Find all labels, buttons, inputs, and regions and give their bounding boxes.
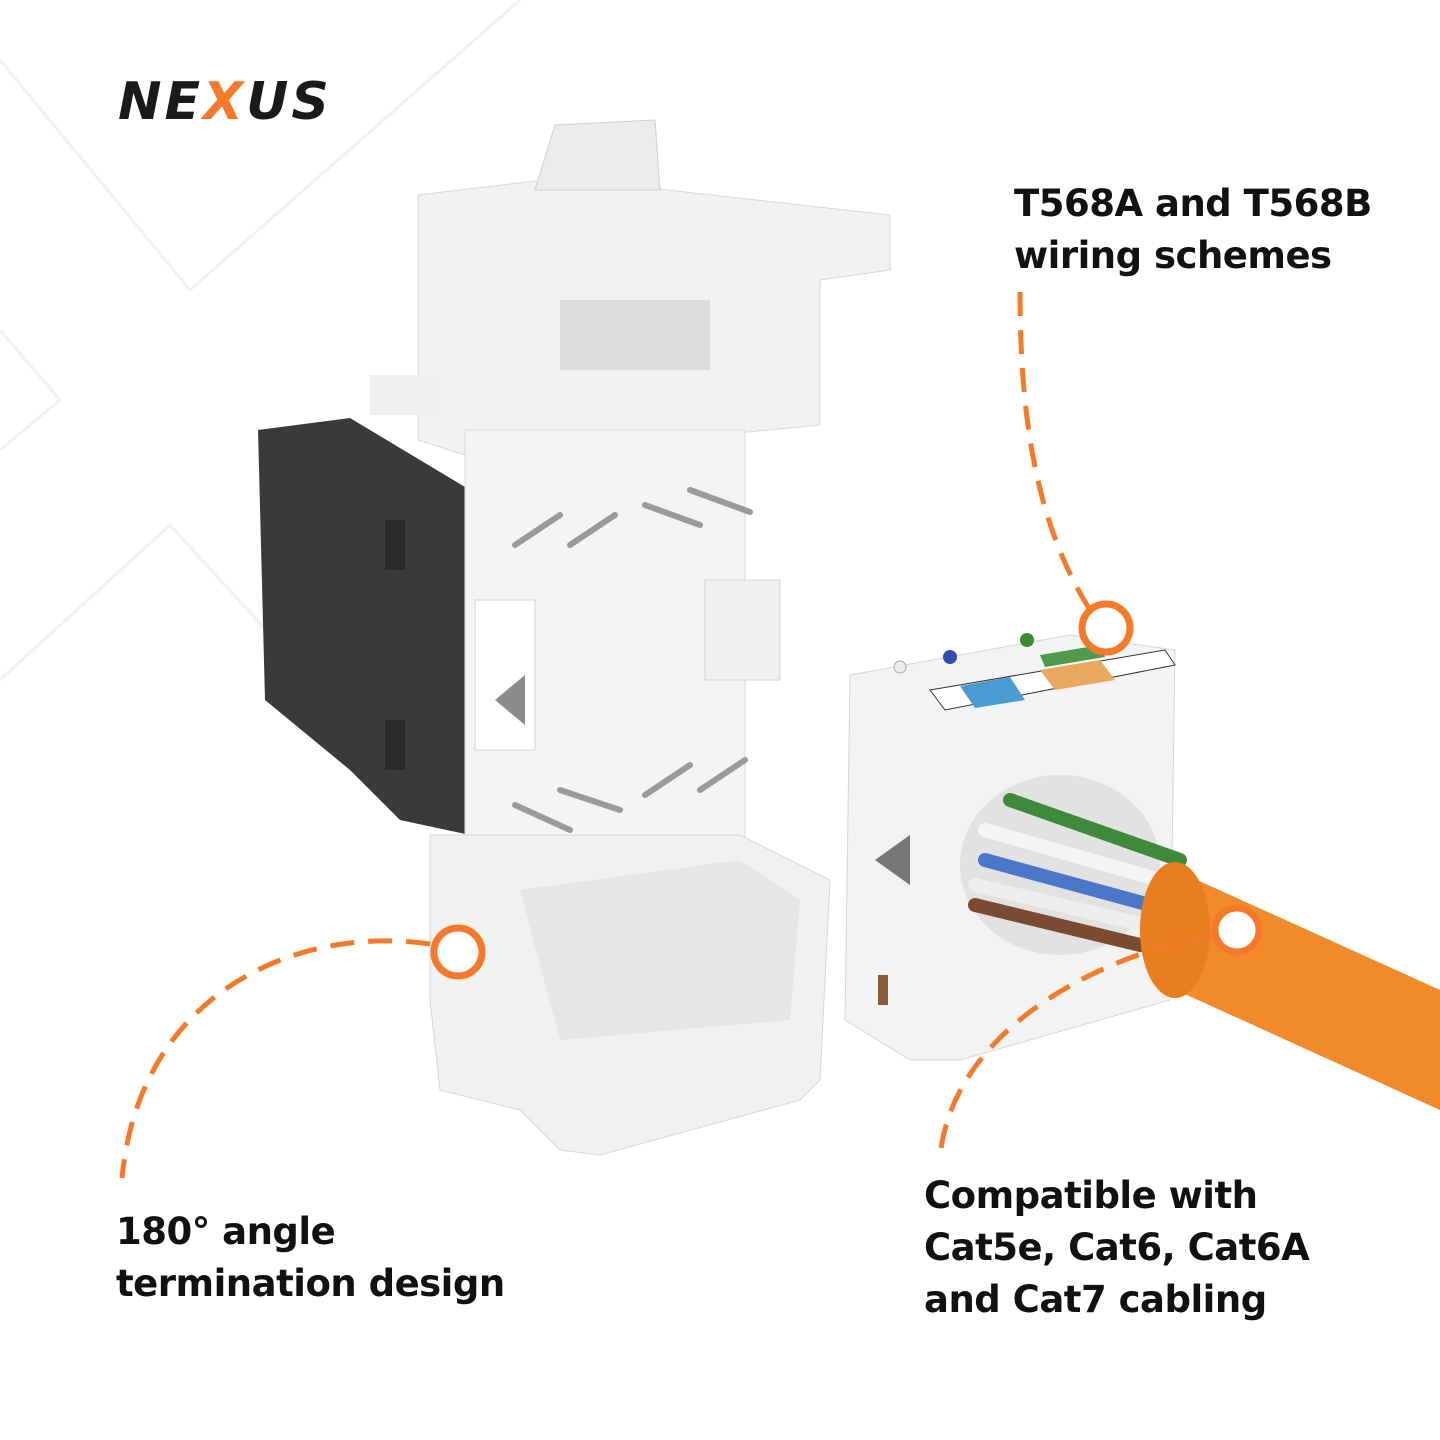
- callout-marker-compatibility: [1211, 904, 1263, 956]
- callout-cable-compatibility: Compatible with Cat5e, Cat6, Cat6A and C…: [924, 1170, 1310, 1326]
- callout-line-compatibility: [937, 932, 1213, 1159]
- callout-text-line: Cat5e, Cat6, Cat6A: [924, 1226, 1310, 1269]
- callout-wiring-schemes: T568A and T568B wiring schemes: [1014, 178, 1372, 282]
- callout-line-wiring: [1017, 291, 1093, 612]
- callout-markers: [430, 600, 1263, 980]
- callout-text-line: T568A and T568B: [1014, 182, 1372, 225]
- callout-text-line: termination design: [116, 1262, 505, 1305]
- callout-lines: [119, 291, 1213, 1179]
- logo-text-suffix: US: [246, 72, 332, 132]
- logo-text-x: X: [203, 72, 247, 132]
- callout-marker-wiring: [1078, 600, 1134, 656]
- jack-black-housing: [258, 418, 470, 835]
- callout-text-line: 180° angle: [116, 1210, 336, 1253]
- brand-logo: NEXUS: [118, 72, 332, 132]
- termination-module: [844, 633, 1176, 1061]
- logo-text-prefix: NE: [118, 72, 204, 132]
- jack-bottom-cap: [429, 834, 831, 1156]
- callout-line-angle: [119, 938, 431, 1179]
- jack-top-cap: [370, 119, 891, 456]
- callout-text-line: and Cat7 cabling: [924, 1278, 1267, 1321]
- callout-text-line: wiring schemes: [1014, 234, 1332, 277]
- callout-termination-angle: 180° angle termination design: [116, 1206, 505, 1310]
- jack-body: [464, 429, 781, 876]
- callout-text-line: Compatible with: [924, 1174, 1258, 1217]
- callout-marker-angle: [430, 924, 486, 980]
